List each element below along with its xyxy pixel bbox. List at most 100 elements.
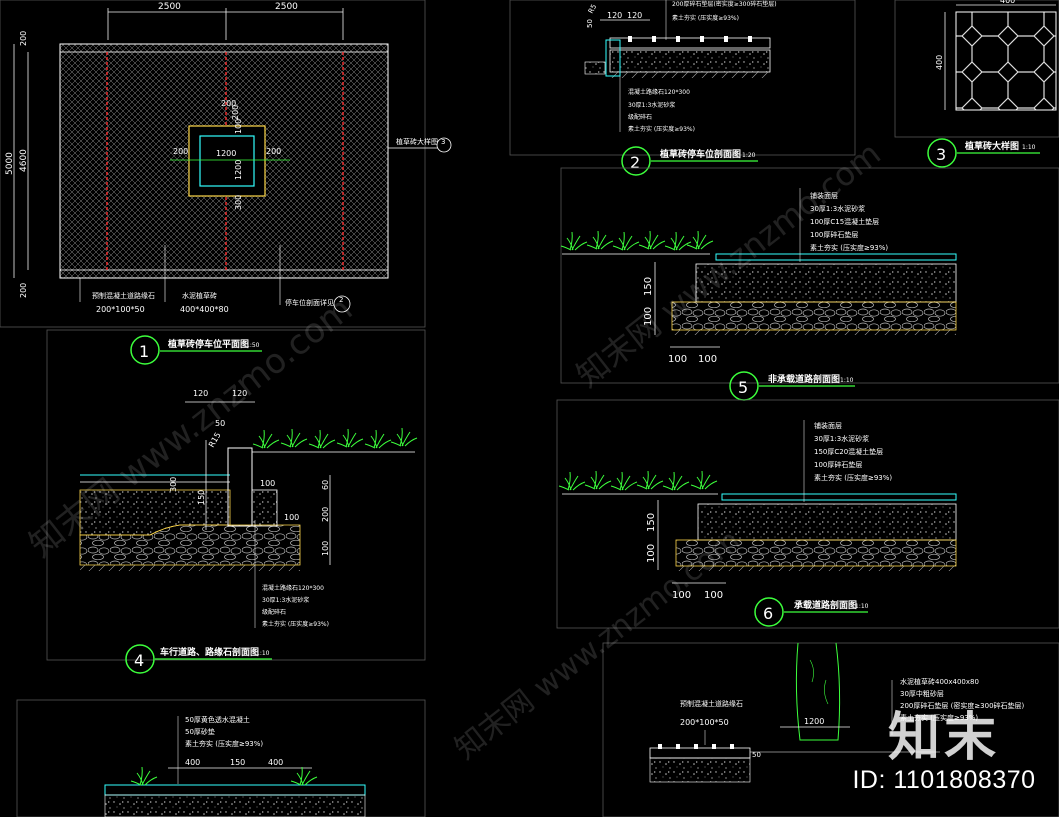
p5-note-1: 铺装面层 [810,191,838,200]
p4-dim-100c: 100 [321,541,330,556]
p4-note-3: 级配碎石 [262,608,286,616]
p7-note-2: 50厚砂垫 [185,727,215,736]
dim-box-300: 300 [234,195,243,210]
p8-dim-50: 50 [752,751,761,759]
panel-5-number: 5 [738,378,748,397]
p6-dim-b1: 100 [672,590,691,601]
callout-ref-3: 3 [441,138,445,146]
p7-dim-3: 400 [268,758,283,767]
p6-note-5: 素土夯实 (压实度≥93%) [814,473,892,482]
dim-box-200a: 200 [221,99,236,108]
p8-dim-1200: 1200 [804,717,824,726]
p6-dim-150: 150 [646,513,657,532]
label-section-ref: 停车位剖面详见 [285,298,334,307]
p4-dim-200: 200 [321,507,330,522]
p5-dim-150: 150 [643,277,654,296]
dim-box-1200h: 1200 [234,160,243,180]
p4-dim-150: 150 [197,490,206,505]
p2-note-top2: 素土夯实 (压实度≥93%) [672,14,739,22]
p5-dim-b1: 100 [668,354,687,365]
p4-dim-100a: 100 [260,479,275,488]
panel-2-number: 2 [630,153,640,172]
p2-note-3: 级配碎石 [628,113,652,121]
panel-1-number: 1 [139,342,149,361]
panel-1-title: 植草砖停车位平面图 [167,338,249,350]
p4-dim-120b: 120 [232,389,247,398]
panel-4-curb-section: 120 120 50 R15 300 150 100 100 60 200 10… [46,329,426,674]
p2-note-1: 混凝土路缘石120*300 [628,88,690,96]
panel-3-title: 植草砖大样图 [964,140,1019,152]
p5-note-4: 100厚碎石垫层 [810,230,858,239]
p2-dim-50: 50 [586,19,594,28]
p4-note-4: 素土夯实 (压实度≥93%) [262,620,329,628]
panel-3-number: 3 [936,145,946,164]
panel-4-scale: 1:10 [256,650,270,657]
panel-2-parking-section: 120 120 50 R5 200厚碎石垫层(密实度≥300碎石垫层) 素土夯实… [509,0,856,176]
dim-top-2: 2500 [275,2,298,12]
p3-dim-w: 400 [1000,0,1015,5]
p4-dim-60: 60 [321,480,330,490]
panel-6-bearing-section: 铺装面层 30厚1:3水泥砂浆 150厚C20混凝土垫层 100厚碎石垫层 素土… [556,399,1059,629]
p4-note-1: 混凝土路缘石120*300 [262,584,324,592]
dim-box-200d: 200 [231,105,240,120]
panel-4-number: 4 [134,651,144,670]
panel-3-grass-brick-detail: 400 400 3 植草砖大样图 1:10 [894,0,1059,168]
panel-1-parking-plan: 2500 2500 5000 4600 200 200 200 200 200 … [0,0,452,365]
p4-note-2: 30厚1:3水泥砂浆 [262,596,309,604]
p3-dim-h: 400 [935,55,944,70]
p2-dim-1: 120 [607,11,622,20]
panel-5-scale: 1:10 [840,377,854,384]
panel-1-scale: 1:50 [246,342,260,349]
p8-label-curb-size: 200*100*50 [680,718,729,727]
panel-5-nonbearing-section: 铺装面层 30厚1:3水泥砂浆 100厚C15混凝土垫层 100厚碎石垫层 素土… [560,167,1059,401]
p6-note-2: 30厚1:3水泥砂浆 [814,434,869,443]
panel-2-title: 植草砖停车位剖面图 [659,148,741,160]
label-grass-paver: 水泥植草砖 [182,291,217,300]
brand-logo: 知末 [887,708,1000,768]
dim-edge-bottom: 200 [19,283,28,298]
callout-grass-detail: 植草砖大样图 [396,137,438,146]
p2-dim-2: 120 [627,11,642,20]
dim-edge-top: 200 [19,31,28,46]
label-curb-size: 200*100*50 [96,305,145,314]
p7-note-1: 50厚黄色透水混凝土 [185,715,250,724]
dim-top-1: 2500 [158,2,181,12]
dim-box-1200w: 1200 [216,149,236,158]
dim-box-100: 100 [234,119,243,134]
dim-left-4600: 4600 [19,149,29,172]
panel-7-permeable-section: 50厚黄色透水混凝土 50厚砂垫 素土夯实 (压实度≥93%) 400 150 … [16,699,426,817]
p2-dim-r5: R5 [587,3,599,15]
p6-note-1: 铺装面层 [814,421,842,430]
p7-dim-1: 400 [185,758,200,767]
panel-2-scale: 1:20 [742,152,756,159]
callout-ref-2: 2 [339,296,343,304]
p8-note-2: 30厚中粗砂层 [900,689,944,698]
p6-note-3: 150厚C20混凝土垫层 [814,447,883,456]
panel-6-number: 6 [763,604,773,623]
p8-note-3: 200厚碎石垫层 (密实度≥300碎石垫层) [900,701,1025,710]
p6-dim-100: 100 [646,544,657,563]
p5-dim-100: 100 [643,307,654,326]
p4-dim-300: 300 [169,477,178,492]
panel-6-scale: 1:10 [855,603,869,610]
p5-note-3: 100厚C15混凝土垫层 [810,217,879,226]
p5-note-5: 素土夯实 (压实度≥93%) [810,243,888,252]
p4-dim-100b: 100 [284,513,299,522]
image-id: ID: 1101808370 [852,766,1036,794]
p7-note-3: 素土夯实 (压实度≥93%) [185,739,263,748]
p2-note-4: 素土夯实 (压实度≥93%) [628,125,695,133]
p6-dim-b2: 100 [704,590,723,601]
p5-dim-b2: 100 [698,354,717,365]
brand-watermark: 知末 ID: 1101808370 [839,710,1049,795]
p8-note-1: 水泥植草砖400x400x80 [900,677,979,686]
p8-label-curb: 预制混凝土道路缘石 [680,699,743,708]
p6-note-4: 100厚碎石垫层 [814,460,862,469]
p8-note-4: 素土夯实 (压实度≥93%) [900,713,978,722]
p7-dim-2: 150 [230,758,245,767]
panel-8-tree-pit-section: 1200 50 预制混凝土道路缘石 200*100*50 水泥植草砖400x40… [602,642,1059,817]
label-curb: 预制混凝土道路缘石 [92,291,155,300]
p4-dim-50: 50 [215,419,225,428]
panel-5-title: 非承载道路剖面图 [768,373,840,385]
dim-left-5000: 5000 [5,152,15,175]
